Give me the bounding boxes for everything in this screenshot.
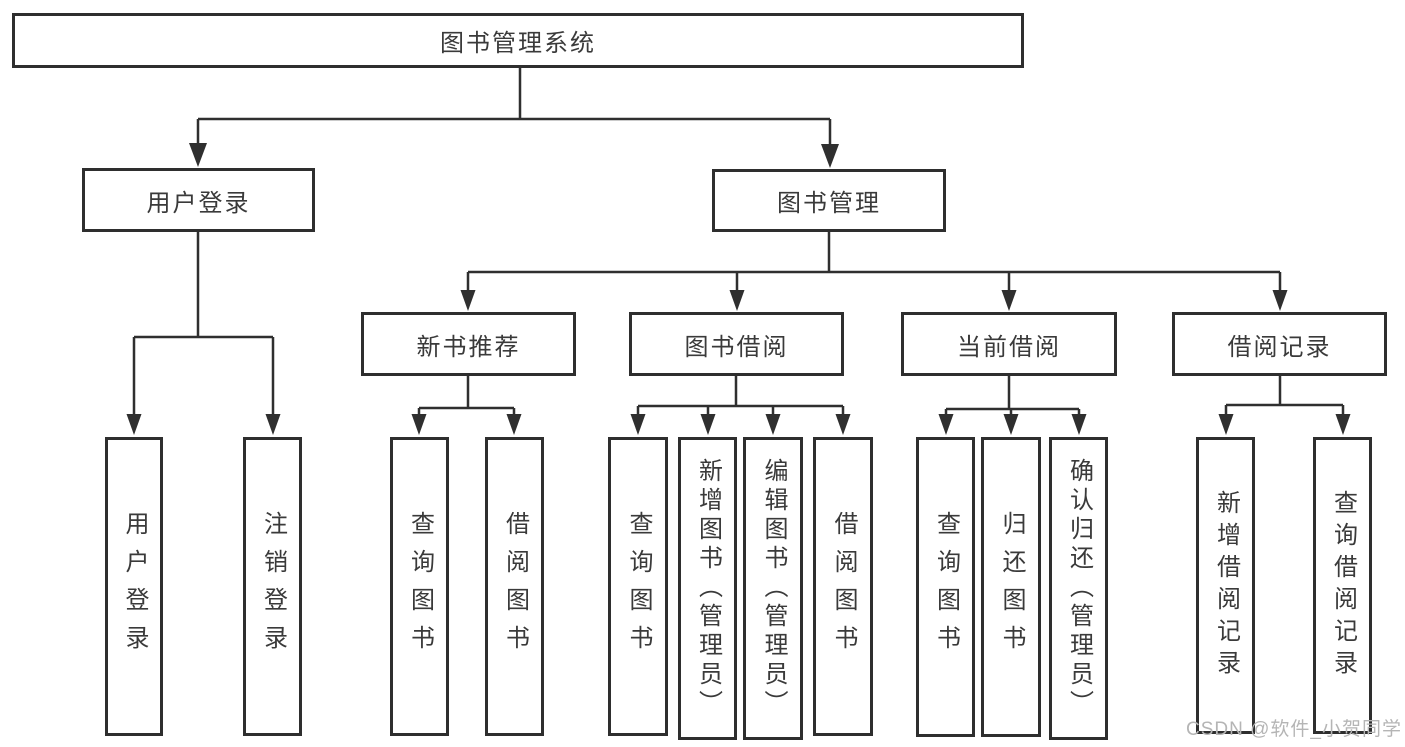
csdn-watermark: CSDN @软件_小贺同学 xyxy=(1186,719,1402,740)
node-label: 查询图书 xyxy=(625,510,652,663)
node-label: 用户登录 xyxy=(146,189,251,217)
node-label: 编辑图书（管理员） xyxy=(760,458,787,719)
leaf-logout: 注销登录 xyxy=(243,437,302,736)
node-label: 归还图书 xyxy=(998,511,1025,663)
leaf-confirm-return-admin: 确认归还（管理员） xyxy=(1049,437,1108,740)
leaf-query-books-1: 查询图书 xyxy=(390,437,449,736)
leaf-query-books-3: 查询图书 xyxy=(916,437,975,737)
connector-borrow-records-branch xyxy=(1224,376,1345,415)
node-label: 借阅记录 xyxy=(1227,333,1332,361)
node-user-login-group: 用户登录 xyxy=(82,168,315,232)
node-current-borrow: 当前借阅 xyxy=(901,312,1117,376)
node-label: 查询图书 xyxy=(406,510,434,663)
leaf-add-books-admin: 新增图书（管理员） xyxy=(678,437,737,740)
leaf-borrow-books-2: 借阅图书 xyxy=(813,437,873,736)
connector-current-borrow-branch xyxy=(944,376,1081,415)
node-label: 新增图书（管理员） xyxy=(694,458,722,719)
connector-user-login-branch xyxy=(132,232,275,415)
node-label: 图书管理 xyxy=(777,190,881,217)
node-label: 新书推荐 xyxy=(416,333,521,361)
leaf-borrow-books-1: 借阅图书 xyxy=(485,437,544,736)
leaf-add-borrow-record: 新增借阅记录 xyxy=(1196,437,1255,734)
arrowheads xyxy=(126,143,1351,435)
node-borrow-records: 借阅记录 xyxy=(1172,312,1387,376)
node-new-book-recommend: 新书推荐 xyxy=(361,312,576,376)
node-label: 查询借阅记录 xyxy=(1329,489,1357,682)
leaf-user-login: 用户登录 xyxy=(105,437,163,736)
node-label: 新增借阅记录 xyxy=(1212,489,1240,682)
connector-book-borrow-branch xyxy=(636,376,845,415)
connector-book-mgmt-branch xyxy=(466,232,1282,291)
node-label: 借阅图书 xyxy=(830,510,857,663)
leaf-edit-books-admin: 编辑图书（管理员） xyxy=(743,437,803,740)
node-label: 用户登录 xyxy=(121,510,148,663)
node-label: 当前借阅 xyxy=(957,333,1061,361)
connector-root-to-level1 xyxy=(196,68,832,146)
node-book-management: 图书管理 xyxy=(712,169,946,232)
node-label: 查询图书 xyxy=(932,511,960,663)
connector-new-rec-branch xyxy=(417,376,516,415)
leaf-query-borrow-record: 查询借阅记录 xyxy=(1313,437,1372,734)
node-book-borrow: 图书借阅 xyxy=(629,312,844,376)
node-root-system: 图书管理系统 xyxy=(12,13,1024,68)
leaf-return-books: 归还图书 xyxy=(981,437,1041,737)
node-label: 图书管理系统 xyxy=(440,30,596,57)
node-label: 注销登录 xyxy=(259,510,287,663)
leaf-query-books-2: 查询图书 xyxy=(608,437,668,736)
node-label: 确认归还（管理员） xyxy=(1065,458,1093,719)
node-label: 借阅图书 xyxy=(501,510,529,663)
node-label: 图书借阅 xyxy=(684,333,789,361)
